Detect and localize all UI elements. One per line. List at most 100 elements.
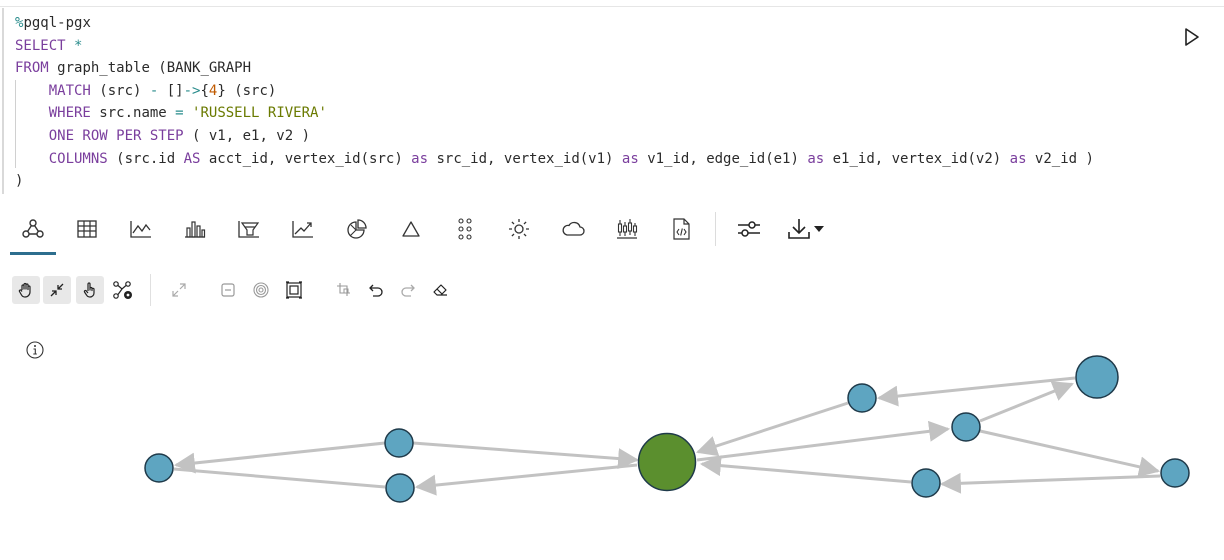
graph-edge[interactable] bbox=[699, 455, 912, 484]
graph-node[interactable] bbox=[911, 468, 941, 498]
graph-edge[interactable] bbox=[979, 381, 1074, 423]
code-token: ONE ROW PER STEP bbox=[15, 127, 193, 144]
sunburst-chart-button[interactable] bbox=[504, 214, 534, 244]
graph-edge[interactable] bbox=[876, 376, 1076, 407]
cloud-icon bbox=[562, 221, 585, 236]
indent-guide bbox=[15, 80, 16, 168]
triangle-icon bbox=[402, 221, 420, 237]
active-tab-indicator bbox=[10, 252, 56, 255]
cell-top-border bbox=[0, 6, 1224, 7]
code-token: SELECT bbox=[15, 37, 75, 54]
redo-button[interactable] bbox=[394, 276, 422, 304]
expand-button[interactable] bbox=[165, 276, 193, 304]
code-token: -> bbox=[183, 82, 201, 99]
graph-icon bbox=[22, 219, 44, 238]
graph-canvas[interactable] bbox=[0, 330, 1224, 560]
graph-node[interactable] bbox=[384, 428, 414, 458]
group-box-icon bbox=[286, 281, 302, 299]
undo-icon bbox=[369, 284, 383, 297]
code-token: ( v1, e1, v2 ) bbox=[192, 127, 311, 144]
visualization-toolbar bbox=[10, 206, 850, 256]
trend-icon bbox=[292, 221, 313, 238]
code-token: e1_id, vertex_id(v2) bbox=[824, 150, 1010, 167]
bar-chart-button[interactable] bbox=[180, 214, 210, 244]
code-token: * bbox=[74, 37, 83, 54]
graph-edge[interactable] bbox=[696, 401, 849, 457]
ungroup-button[interactable] bbox=[330, 276, 358, 304]
graph-edge[interactable] bbox=[979, 429, 1161, 478]
select-mode-button[interactable] bbox=[76, 276, 104, 304]
funnel-chart-button[interactable] bbox=[234, 214, 264, 244]
code-token: [] bbox=[158, 82, 184, 99]
scatter-chart-button[interactable] bbox=[450, 214, 480, 244]
pie-chart-button[interactable] bbox=[342, 214, 372, 244]
code-token: v2_id ) bbox=[1026, 150, 1094, 167]
settings-button[interactable] bbox=[734, 214, 764, 244]
ungroup-icon bbox=[337, 283, 350, 296]
graph-edge[interactable] bbox=[414, 463, 638, 496]
graph-node[interactable] bbox=[847, 383, 877, 413]
eraser-icon bbox=[433, 284, 447, 296]
graph-edge[interactable] bbox=[173, 441, 386, 474]
table-view-button[interactable] bbox=[72, 214, 102, 244]
code-line: COLUMNS (src.id AS acct_id, vertex_id(sr… bbox=[15, 148, 1094, 171]
clear-button[interactable] bbox=[426, 276, 454, 304]
run-button[interactable] bbox=[1180, 26, 1202, 48]
graph-view-button[interactable] bbox=[18, 214, 48, 244]
code-line: MATCH (src) - []->{4} (src) bbox=[15, 80, 1094, 103]
graph-node[interactable] bbox=[385, 473, 415, 503]
graph-nodes bbox=[144, 355, 1190, 503]
code-token: as bbox=[411, 150, 429, 167]
cell-gutter bbox=[2, 8, 4, 194]
bar-chart-icon bbox=[185, 221, 206, 238]
code-token: ) bbox=[15, 173, 24, 190]
graph-node-center[interactable] bbox=[637, 432, 697, 492]
pie-chart-icon bbox=[347, 219, 367, 239]
line-chart-icon bbox=[130, 221, 151, 238]
code-token: AS bbox=[183, 150, 201, 167]
pan-mode-button[interactable] bbox=[12, 276, 40, 304]
graph-node[interactable] bbox=[951, 412, 981, 442]
graph-node[interactable] bbox=[144, 453, 174, 483]
code-view-button[interactable] bbox=[666, 214, 696, 244]
drop-node-button[interactable] bbox=[214, 276, 242, 304]
candlestick-icon bbox=[617, 219, 638, 239]
line-chart-button[interactable] bbox=[126, 214, 156, 244]
pyramid-chart-button[interactable] bbox=[396, 214, 426, 244]
download-button[interactable] bbox=[786, 214, 840, 244]
code-token: } (src) bbox=[217, 82, 277, 99]
graph-node[interactable] bbox=[1160, 458, 1190, 488]
focus-button[interactable] bbox=[247, 276, 275, 304]
code-token bbox=[184, 105, 192, 121]
undo-button[interactable] bbox=[362, 276, 390, 304]
tag-cloud-button[interactable] bbox=[558, 214, 588, 244]
info-button[interactable] bbox=[26, 341, 44, 359]
code-token: MATCH bbox=[15, 82, 100, 99]
code-line: %pgql-pgx bbox=[15, 12, 1094, 35]
fit-view-button[interactable] bbox=[43, 276, 71, 304]
hand-icon bbox=[18, 282, 31, 298]
code-token: as bbox=[1009, 150, 1027, 167]
graph-node[interactable] bbox=[1075, 355, 1119, 399]
stock-chart-button[interactable] bbox=[612, 214, 642, 244]
layout-network-button[interactable] bbox=[109, 276, 137, 304]
code-token: as bbox=[807, 150, 825, 167]
graph-edge[interactable] bbox=[939, 472, 1161, 494]
graph-toolbar bbox=[10, 274, 460, 308]
code-line: WHERE src.name = 'RUSSELL RIVERA' bbox=[15, 102, 1094, 125]
toolbar-separator bbox=[150, 274, 151, 306]
graph-edge[interactable] bbox=[696, 420, 951, 462]
code-line: ) bbox=[15, 170, 1094, 193]
sliders-icon bbox=[738, 221, 760, 237]
graph-edge[interactable] bbox=[173, 467, 386, 489]
graph-edge[interactable] bbox=[412, 441, 640, 470]
network-settings-icon bbox=[113, 281, 132, 299]
trend-chart-button[interactable] bbox=[288, 214, 318, 244]
group-button[interactable] bbox=[280, 276, 308, 304]
code-token: acct_id, vertex_id(src) bbox=[200, 150, 412, 167]
code-token: pgql-pgx bbox=[23, 15, 91, 31]
code-token: 'RUSSELL RIVERA' bbox=[192, 105, 327, 122]
code-token: (src) bbox=[99, 82, 150, 99]
expand-icon bbox=[172, 283, 186, 297]
